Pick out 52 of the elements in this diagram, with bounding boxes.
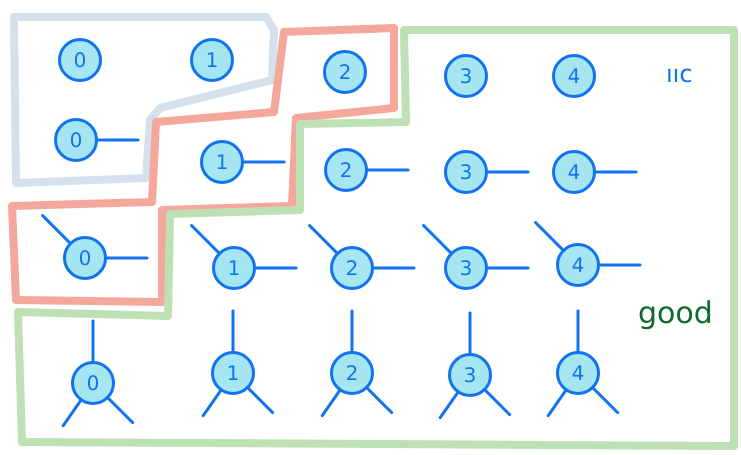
stub-line [107, 397, 134, 424]
number-circle: 4 [552, 150, 596, 194]
number-circle: 2 [330, 246, 374, 290]
number-circle: 0 [54, 118, 98, 162]
stub-line [242, 160, 286, 164]
stub-line [96, 138, 140, 142]
stub-line [308, 224, 338, 254]
stub-line [594, 170, 638, 174]
stub-line [534, 221, 564, 251]
number-circle: 1 [190, 38, 234, 82]
number-circle: 1 [212, 246, 256, 290]
stub-line [254, 266, 298, 270]
number-circle: 2 [323, 50, 367, 94]
stub-line [190, 224, 220, 254]
number-circle: 0 [58, 38, 102, 82]
stub-line [350, 310, 354, 352]
number-circle: 3 [448, 353, 492, 397]
stub-line [41, 214, 71, 244]
stub-line [546, 390, 567, 418]
stub-line [232, 310, 234, 352]
number-circle: 1 [211, 351, 255, 395]
stub-line [320, 390, 341, 418]
stub-line [486, 170, 530, 174]
number-circle: 3 [444, 54, 488, 98]
number-circle: 2 [324, 148, 368, 192]
number-circle: 0 [63, 236, 107, 280]
stub-line [468, 312, 472, 354]
stub-line [372, 266, 416, 270]
number-circle: 3 [444, 246, 488, 290]
number-circle: 3 [444, 150, 488, 194]
stub-line [438, 392, 459, 420]
stub-line [106, 256, 148, 260]
stub-line [592, 387, 620, 414]
number-circle: 4 [556, 351, 600, 395]
stub-line [62, 400, 82, 428]
stub-line [598, 264, 642, 266]
stub-line [202, 390, 222, 418]
stub-line [366, 168, 410, 172]
group-label: good [638, 296, 713, 331]
stub-line [422, 224, 452, 254]
stub-line [486, 266, 530, 270]
number-circle: 0 [71, 361, 115, 405]
stub-line [576, 310, 580, 352]
number-circle: 4 [552, 54, 596, 98]
number-circle: 2 [330, 351, 374, 395]
stub-line [247, 387, 274, 414]
handwritten-note: ııc [666, 60, 693, 88]
stub-line [366, 387, 394, 414]
number-circle: 1 [200, 140, 244, 184]
number-circle: 4 [556, 243, 600, 287]
stub-line [484, 389, 512, 416]
stub-line [92, 320, 94, 362]
